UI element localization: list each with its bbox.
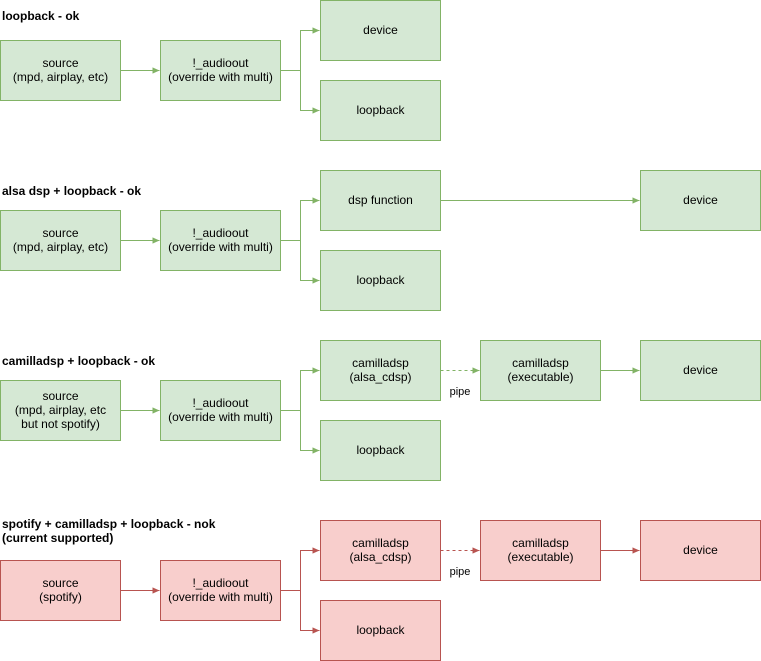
node-source-box	[0, 40, 121, 101]
node-source-label-line-1: source	[42, 389, 78, 403]
node-audioout-label-line-1: !_audioout	[192, 56, 249, 70]
node-dsp-label-line-1: dsp function	[348, 193, 413, 207]
node-source-box	[0, 380, 121, 441]
node-audioout-label-line-2: (override with multi)	[168, 70, 273, 84]
node-audioout-box	[160, 210, 281, 271]
node-source-label-line-2: (spotify)	[39, 590, 82, 604]
node-source-label-line-2: (mpd, airplay, etc	[15, 403, 106, 417]
node-device-label-line-1: device	[363, 23, 398, 37]
node-loopback-label-line-1: loopback	[356, 273, 405, 287]
node-exec-label-line-1: camilladsp	[512, 356, 569, 370]
node-exec-label-line-1: camilladsp	[512, 536, 569, 550]
node-exec-box	[480, 340, 601, 401]
node-loopback-label-line-1: loopback	[356, 443, 405, 457]
edge-label-pipe: pipe	[450, 566, 471, 578]
node-loopback-box	[320, 600, 441, 661]
node-loopback-box	[320, 80, 441, 141]
node-loopback-label-line-1: loopback	[356, 623, 405, 637]
edge-audioout-to-loopback	[280, 70, 320, 114]
section-1-title: loopback - ok	[2, 9, 80, 23]
node-audioout-label-line-1: !_audioout	[192, 226, 249, 240]
edge-audioout-to-cdsp	[280, 367, 320, 411]
edges-layer	[120, 27, 640, 634]
node-loopback-label-line-1: loopback	[356, 103, 405, 117]
node-device-box	[320, 0, 441, 61]
node-dsp-box	[320, 170, 441, 231]
node-audioout-label-line-1: !_audioout	[192, 576, 249, 590]
node-audioout-label-line-2: (override with multi)	[168, 590, 273, 604]
edge-audioout-to-loopback	[280, 410, 320, 454]
node-source-box	[0, 560, 121, 621]
section-3-title: camilladsp + loopback - ok	[2, 354, 155, 368]
node-exec-label-line-2: (executable)	[507, 370, 573, 384]
node-cdsp-label-line-1: camilladsp	[352, 356, 409, 370]
section-4-title: spotify + camilladsp + loopback - nok	[2, 517, 216, 531]
node-audioout-box	[160, 40, 281, 101]
node-device-box	[640, 170, 761, 231]
node-audioout-label-line-2: (override with multi)	[168, 410, 273, 424]
node-source-label-line-1: source	[42, 226, 78, 240]
node-audioout-label-line-2: (override with multi)	[168, 240, 273, 254]
edge-audioout-to-loopback	[280, 590, 320, 634]
edge-audioout-to-device	[280, 27, 320, 71]
edge-audioout-to-dsp	[280, 197, 320, 241]
node-cdsp-label-line-1: camilladsp	[352, 536, 409, 550]
node-source-label-line-2: (mpd, airplay, etc)	[13, 240, 108, 254]
node-source-label-line-1: source	[42, 576, 78, 590]
node-cdsp-label-line-2: (alsa_cdsp)	[349, 550, 411, 564]
section-2-title: alsa dsp + loopback - ok	[2, 184, 141, 198]
node-audioout-box	[160, 380, 281, 441]
node-source-label-line-2: (mpd, airplay, etc)	[13, 70, 108, 84]
node-cdsp-box	[320, 340, 441, 401]
node-source-label-line-3: but not spotify)	[21, 417, 100, 431]
node-exec-box	[480, 520, 601, 581]
edge-audioout-to-loopback	[280, 240, 320, 284]
node-exec-label-line-2: (executable)	[507, 550, 573, 564]
section-4-title-line-2: (current supported)	[2, 531, 113, 545]
node-loopback-box	[320, 250, 441, 311]
node-cdsp-box	[320, 520, 441, 581]
node-audioout-box	[160, 560, 281, 621]
edge-label-pipe: pipe	[450, 386, 471, 398]
node-source-box	[0, 210, 121, 271]
node-loopback-box	[320, 420, 441, 481]
node-device-label-line-1: device	[683, 193, 718, 207]
edge-audioout-to-cdsp	[280, 547, 320, 591]
node-device-label-line-1: device	[683, 363, 718, 377]
node-audioout-label-line-1: !_audioout	[192, 396, 249, 410]
node-device-label-line-1: device	[683, 543, 718, 557]
node-device-box	[640, 520, 761, 581]
node-source-label-line-1: source	[42, 56, 78, 70]
node-cdsp-label-line-2: (alsa_cdsp)	[349, 370, 411, 384]
